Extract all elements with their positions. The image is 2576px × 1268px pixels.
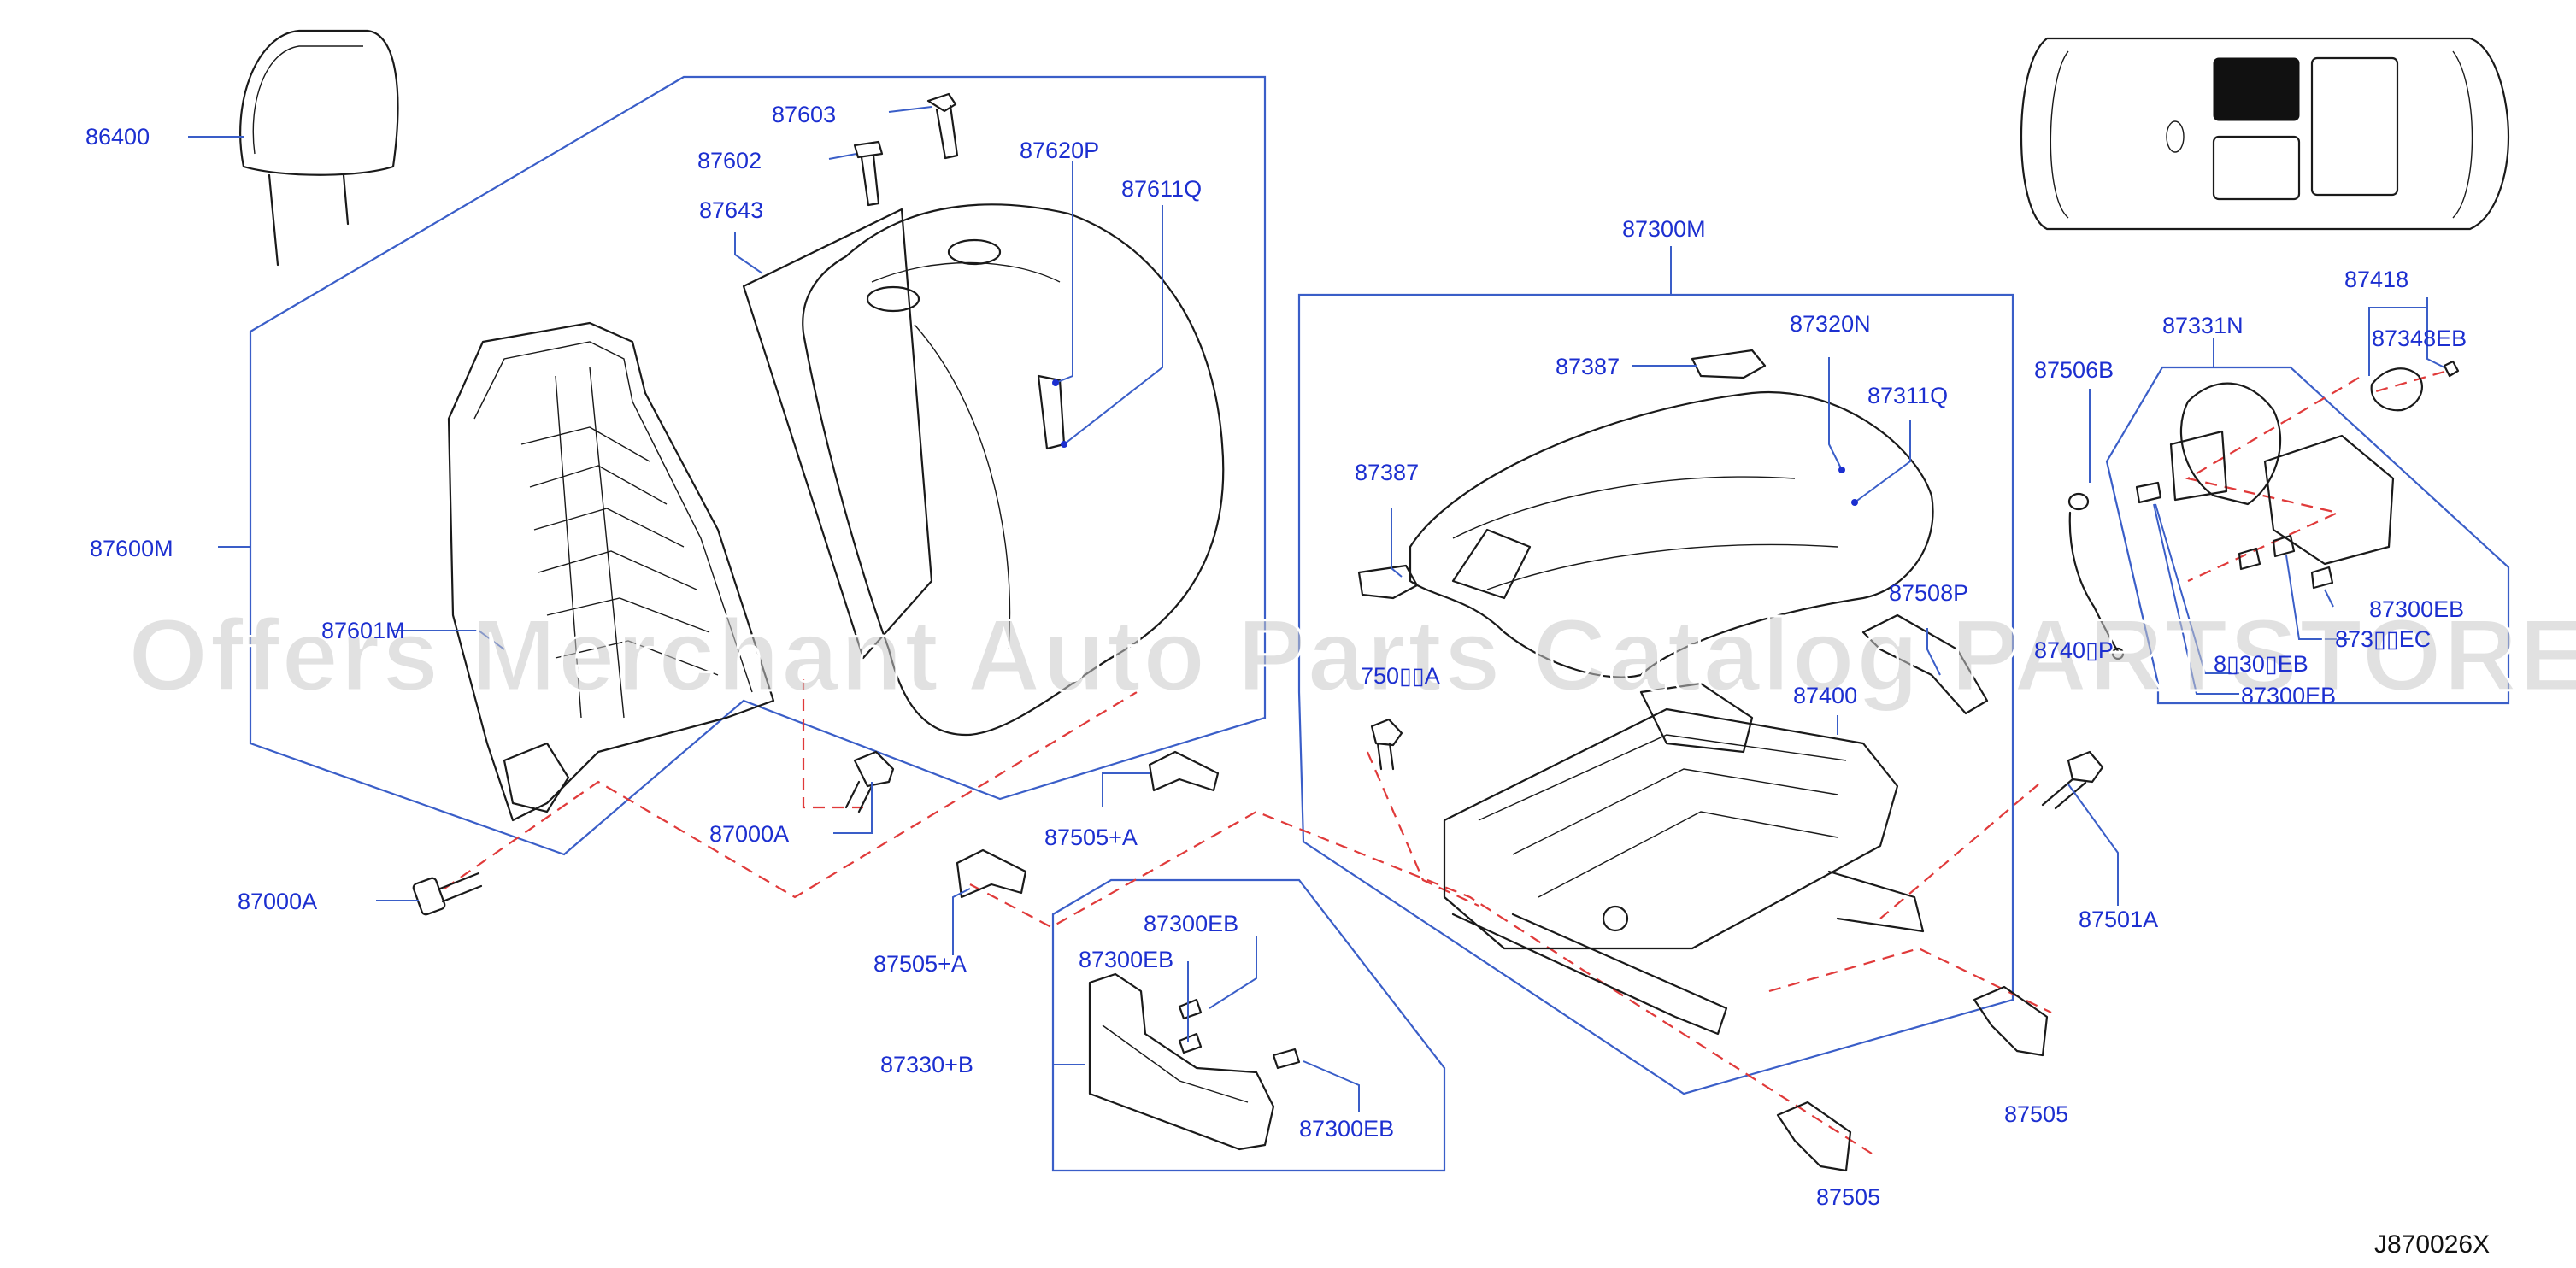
label-87300EB-r2[interactable]: 8▯30▯EB (2214, 651, 2308, 677)
label-87400[interactable]: 87400 (1793, 683, 1857, 708)
seat-cushion-part (1409, 390, 1934, 678)
label-87300EC-r[interactable]: 873▯▯EC (2335, 626, 2431, 652)
label-87620P[interactable]: 87620P (1020, 138, 1099, 163)
clip-87300EB-r3 (2272, 534, 2296, 558)
label-87300EB-r3[interactable]: 87300EB (2241, 683, 2336, 708)
label-87501A[interactable]: 87501A (2079, 907, 2158, 932)
label-87320N[interactable]: 87320N (1790, 311, 1871, 337)
label-87418[interactable]: 87418 (2344, 267, 2408, 292)
label-87300EB-c3[interactable]: 87300EB (1299, 1116, 1394, 1142)
label-87300EB-c1[interactable]: 87300EB (1144, 911, 1238, 936)
label-87600M[interactable]: 87600M (90, 536, 173, 561)
label-87387-left[interactable]: 87387 (1355, 460, 1419, 485)
label-87505-bottom[interactable]: 87505 (1816, 1184, 1880, 1210)
label-87000A-left[interactable]: 87000A (238, 889, 317, 914)
bolt-87501A (2041, 750, 2104, 810)
label-87611Q[interactable]: 87611Q (1121, 176, 1202, 202)
dashed-line-front (1768, 947, 2052, 1013)
label-87300EB-c2[interactable]: 87300EB (1079, 947, 1173, 972)
dashed-line-bolt-mid (802, 679, 863, 809)
clip-87300EB-r4 (2310, 566, 2334, 590)
trim-cover-87331N (2169, 382, 2395, 566)
dashed-line-knob (2375, 370, 2445, 393)
headrest-part (239, 29, 399, 267)
seatback-pad-sheet (742, 208, 933, 660)
vehicle-locator-icon (2020, 37, 2510, 231)
knob-87418 (2370, 360, 2460, 412)
label-87505A-top[interactable]: 87505+A (1044, 825, 1138, 850)
label-87311Q[interactable]: 87311Q (1867, 383, 1948, 408)
label-8740P[interactable]: 8740▯P (2034, 637, 2114, 663)
label-86400[interactable]: 86400 (85, 124, 150, 150)
label-87505-right[interactable]: 87505 (2004, 1101, 2068, 1127)
label-87603[interactable]: 87603 (772, 102, 836, 127)
clip-87505A-top (1148, 750, 1220, 792)
label-87643[interactable]: 87643 (699, 197, 763, 223)
part-labels: 86400 87603 87602 87620P 87611Q 87643 87… (85, 102, 2467, 1210)
bolt-750A (1370, 718, 1403, 771)
clip-87300EB-r1 (2135, 481, 2162, 504)
handle-87508P (1861, 613, 1989, 715)
seatback-frame-part (447, 321, 775, 822)
diagram-code: J870026X (2374, 1230, 2490, 1259)
label-87505A-bottom[interactable]: 87505+A (873, 951, 967, 977)
vehicle-locator-highlight (2213, 57, 2300, 121)
leader-dots (1052, 379, 1858, 506)
clip-87505-bottom (1776, 1101, 1852, 1172)
cushion-group-outline (1297, 293, 2014, 1095)
seatback-cover-part (802, 203, 1225, 737)
dashed-line-trim (2185, 377, 2360, 583)
label-87506B[interactable]: 87506B (2034, 357, 2114, 383)
leader-lines (188, 106, 2445, 1112)
right-trim-group-outline (2105, 366, 2510, 705)
bolt-87000A-mid (844, 750, 895, 813)
bolt-87000A-left (412, 872, 483, 916)
label-87330B[interactable]: 87330+B (880, 1052, 973, 1077)
cable-87506B (2067, 492, 2125, 660)
label-87348EB[interactable]: 87348EB (2372, 326, 2467, 351)
label-87331N[interactable]: 87331N (2162, 313, 2244, 338)
label-87300M[interactable]: 87300M (1622, 216, 1706, 242)
headrest-guide-pins (853, 92, 959, 207)
clip-87300EB-r2 (2238, 547, 2261, 571)
bracket-87387-top (1691, 349, 1767, 379)
dashed-line-bolt-left (444, 691, 1138, 899)
label-87300EB-r1[interactable]: 87300EB (2369, 596, 2464, 622)
seatback-group-outline (249, 75, 1267, 856)
clip-87505-right (1973, 985, 2049, 1057)
label-87387-top[interactable]: 87387 (1556, 354, 1620, 379)
label-87602[interactable]: 87602 (697, 148, 762, 173)
label-87601M[interactable]: 87601M (321, 618, 405, 643)
seat-frame-part (1443, 682, 1925, 1036)
watermark-text: Offers Merchant Auto Parts Catalog PARTS… (128, 598, 2576, 713)
label-750A[interactable]: 750▯▯A (1361, 663, 1440, 689)
clip-87505A-bottom (956, 848, 1027, 899)
dashed-line-rail (1366, 751, 1479, 907)
dashed-line-clip (969, 810, 1873, 1154)
label-87000A-mid[interactable]: 87000A (709, 821, 789, 847)
label-87508P[interactable]: 87508P (1889, 580, 1968, 606)
bracket-87387-left (1357, 564, 1419, 600)
dashed-line-bolt-right (1879, 784, 2039, 919)
side-cover-group-outline (1051, 878, 1446, 1172)
side-cover-87330B (1088, 972, 1301, 1151)
